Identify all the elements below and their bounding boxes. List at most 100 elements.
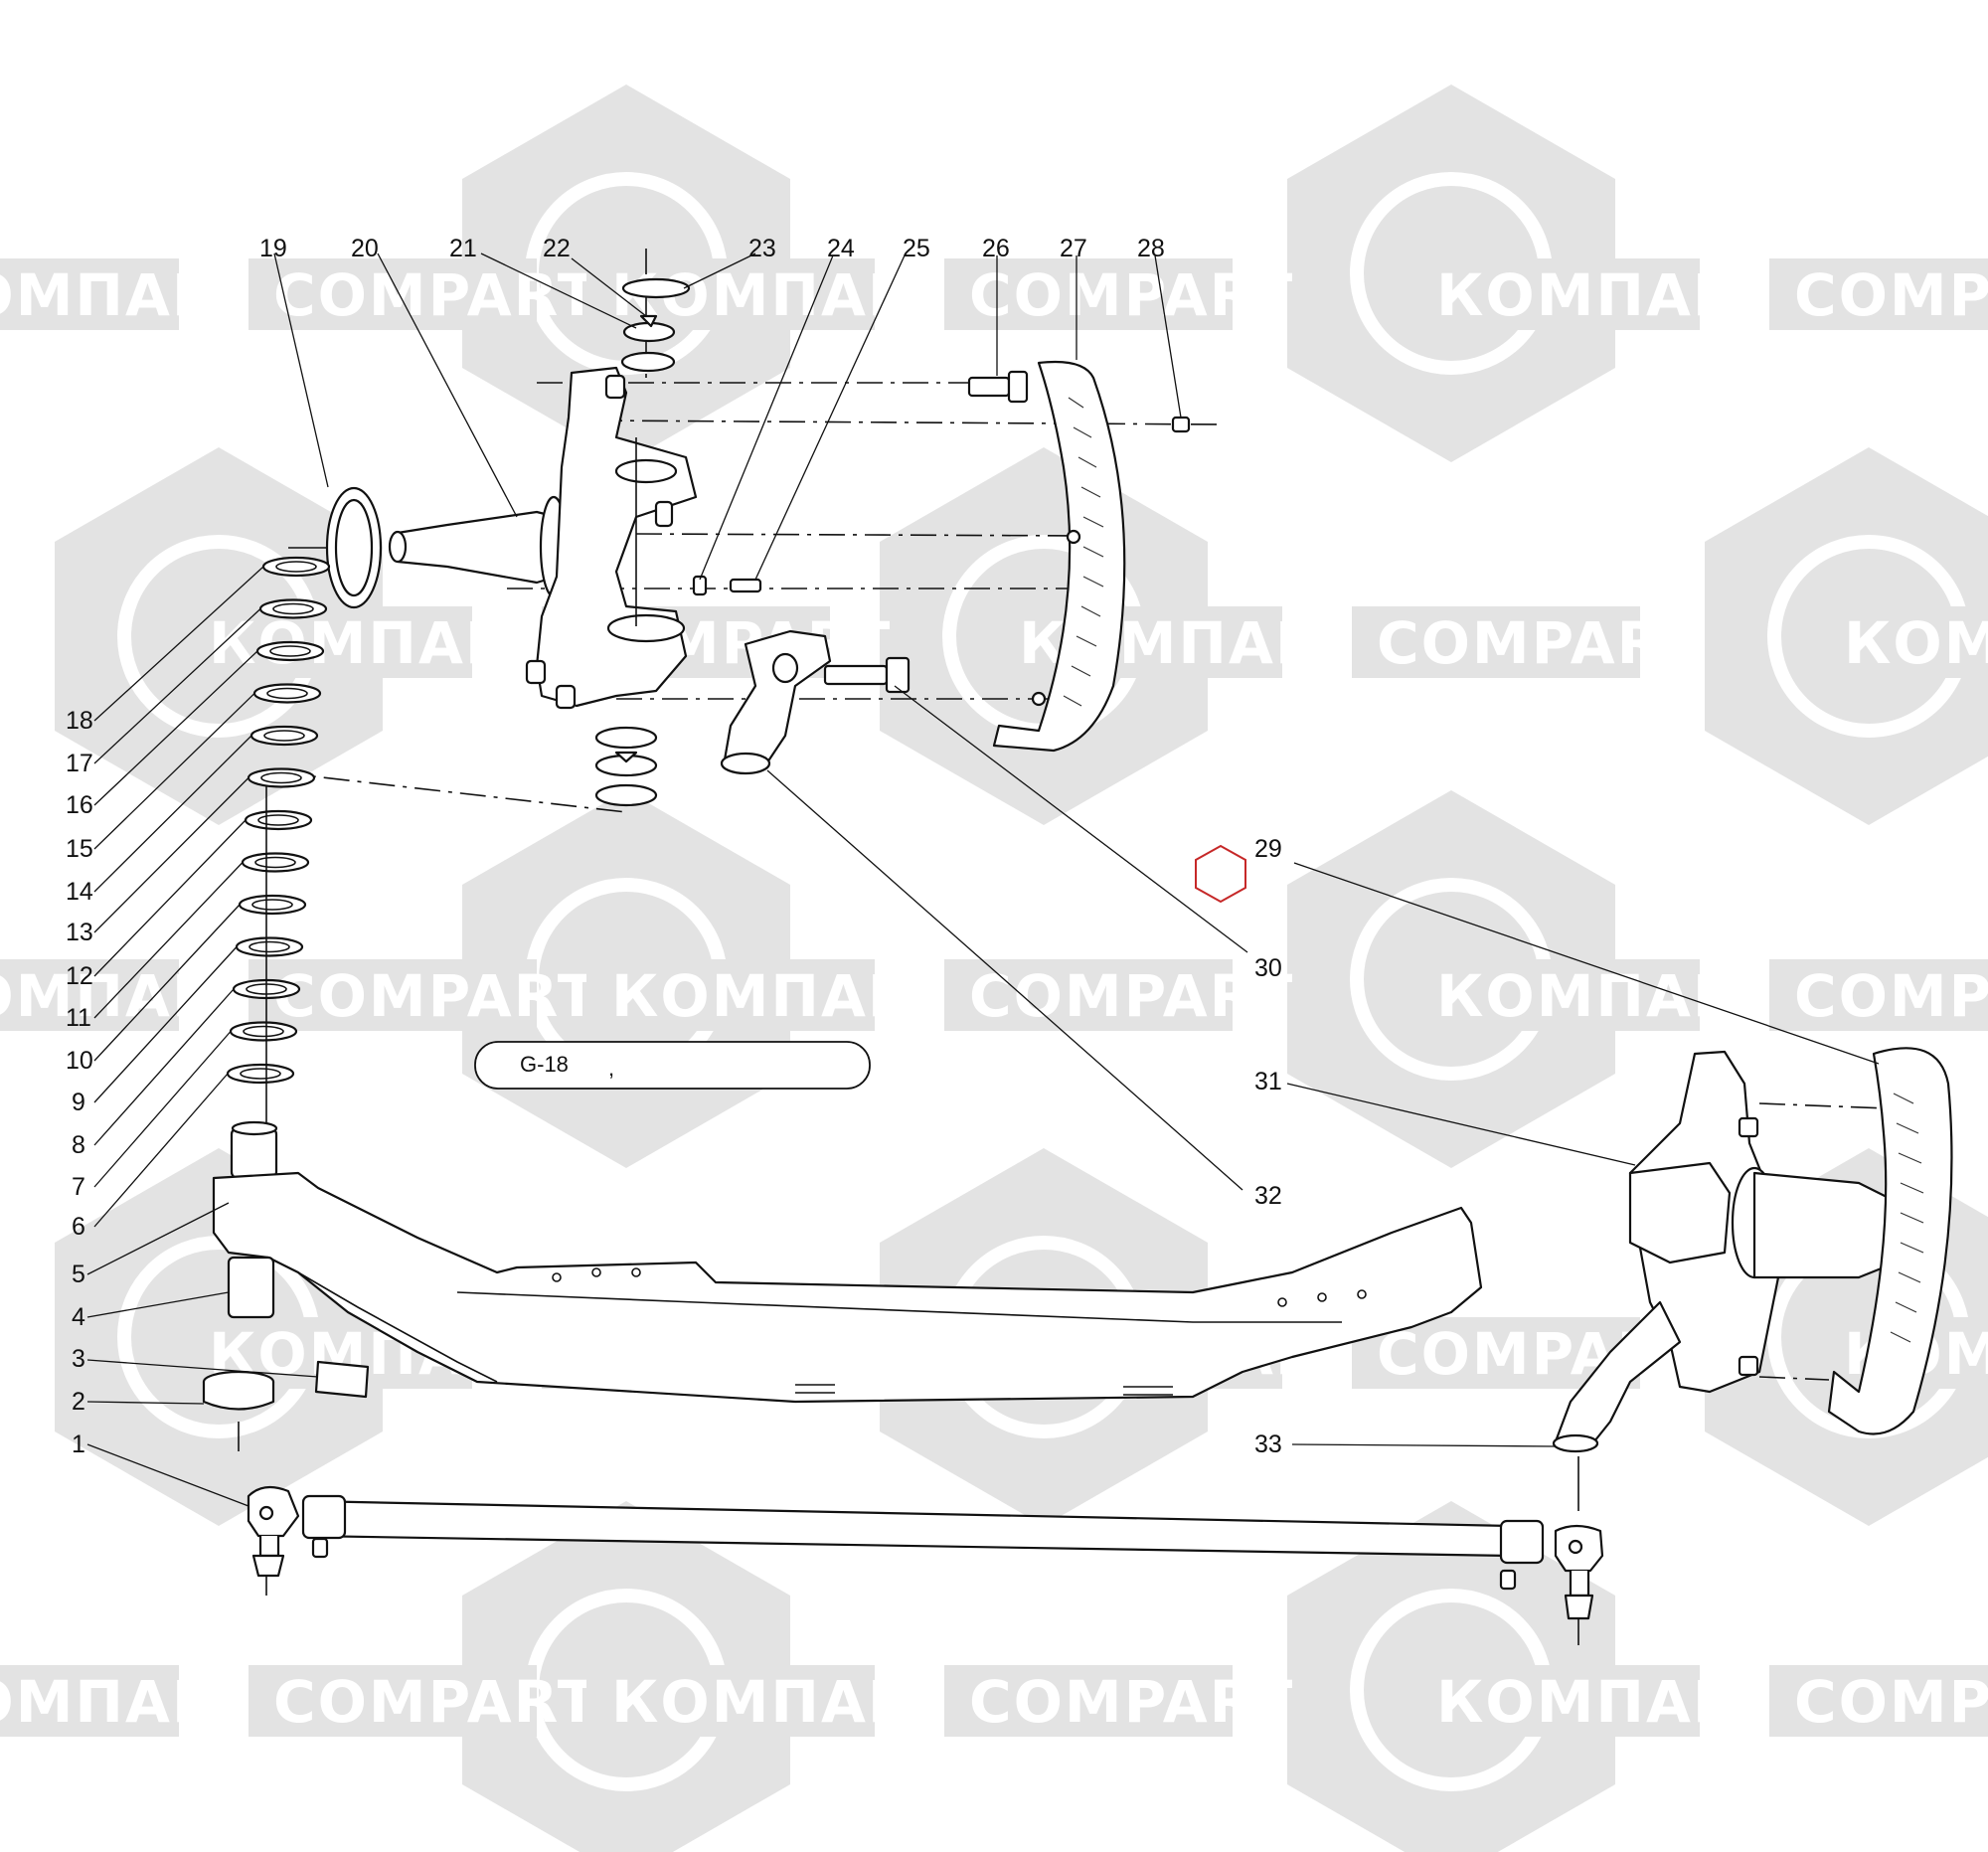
callout-5: 5 [72,1261,85,1288]
shim-ring [247,767,316,788]
callout-21: 21 [449,235,477,262]
watermark-band [994,606,1282,678]
callout-29: 29 [1254,835,1282,863]
shim-leader [93,862,244,1019]
watermark-band [0,258,179,330]
highlight-hexagon [1195,844,1246,904]
shim-ring-inner [263,730,305,742]
watermark-band [248,959,537,1031]
watermark-label-latin: COMPART [273,261,598,329]
callout-17: 17 [66,750,93,777]
shim-ring-inner [251,899,293,911]
watermark-label-cyrillic: КОМПАРТ [1844,609,1988,677]
watermark-band [1819,606,1988,678]
shim-ring-inner [240,1068,281,1080]
watermark-label-latin: COMPART [1794,1668,1988,1736]
callout-30: 30 [1254,954,1282,982]
shim-leader [93,1073,229,1228]
watermark-label-cyrillic: КОМПАРТ [0,1668,257,1736]
watermark-band [1769,258,1988,330]
shim-leader [93,693,255,850]
callout-4: 4 [72,1303,85,1331]
watermark-label-latin: COMPART [969,261,1294,329]
note-mark: , [608,1056,614,1081]
watermark-band [1411,959,1700,1031]
watermark-band [184,606,472,678]
callout-8: 8 [72,1131,85,1159]
callout-24: 24 [827,235,855,262]
shim-leader [93,650,258,806]
watermark-band [0,959,179,1031]
shim-leader [93,904,241,1062]
watermark-band [1769,1665,1988,1737]
watermark-label-latin: COMPART [273,962,598,1030]
shim-leader [93,1031,232,1188]
callout-14: 14 [66,878,93,906]
watermark-label-cyrillic: КОМПАРТ [1436,261,1778,329]
front-axle-beam [202,1120,1483,1451]
shim-ring [249,725,319,747]
watermark-band [944,959,1233,1031]
watermark-label-latin: COMPART [969,962,1294,1030]
watermark-label-cyrillic: КОМПАРТ [0,261,257,329]
watermark-band [944,258,1233,330]
callout-6: 6 [72,1213,85,1241]
watermark-label-cyrillic: КОМПАРТ [1436,1668,1778,1736]
shim-ring-inner [275,561,317,573]
callout-26: 26 [982,235,1010,262]
watermark-layer: КОМПАРТCOMPARTКОМПАРТCOMPARTКОМПАРТCOMPA… [0,84,1988,1852]
shim-ring-inner [257,814,299,826]
shim-leader [93,566,264,722]
tie-rod [247,1485,1604,1645]
callout-31: 31 [1254,1068,1282,1095]
shim-ring-inner [266,687,308,700]
callout-32: 32 [1254,1182,1282,1210]
shim-leader-lines [93,566,264,1228]
callout-1: 1 [72,1431,85,1458]
callout-3: 3 [72,1345,85,1373]
callout-27: 27 [1060,235,1087,262]
watermark-label-latin: COMPART [1377,609,1702,677]
callout-11: 11 [66,1004,91,1032]
shim-ring [235,936,304,957]
shim-ring [255,640,325,662]
watermark-label-cyrillic: КОМПАРТ [611,962,953,1030]
callout-9: 9 [72,1089,85,1116]
watermark-label-cyrillic: КОМПАРТ [1436,962,1778,1030]
watermark-band [1411,1665,1700,1737]
callout-7: 7 [72,1173,85,1201]
watermark-label-latin: COMPART [273,1668,598,1736]
shim-leader [93,946,238,1103]
upper-knuckle-assembly [277,249,1224,813]
watermark-label-latin: COMPART [1794,962,1988,1030]
shim-leader [93,988,235,1146]
shim-ring-inner [269,645,311,657]
watermark-label-cyrillic: КОМПАРТ [209,609,551,677]
callout-18: 18 [66,707,93,735]
watermark-band [944,1665,1233,1737]
watermark-band [1352,606,1640,678]
callout-12: 12 [66,962,93,990]
watermark-band [248,1665,537,1737]
watermark-label-cyrillic: КОМПАРТ [611,1668,953,1736]
callout-19: 19 [259,235,287,262]
callout-28: 28 [1137,235,1165,262]
shim-leader [93,819,247,977]
shim-ring [226,1063,295,1085]
callout-2: 2 [72,1388,85,1416]
shim-ring [244,809,313,831]
watermark-band [248,258,537,330]
callout-33: 33 [1254,1431,1282,1458]
shim-ring [241,852,310,873]
shim-ring [238,894,307,916]
shim-ring-inner [243,1025,284,1038]
callout-22: 22 [543,235,571,262]
shim-leader [93,608,261,764]
callout-20: 20 [351,235,379,262]
shim-ring [258,598,328,619]
watermark-band [1769,959,1988,1031]
callout-15: 15 [66,835,93,863]
shim-ring-inner [260,771,302,784]
